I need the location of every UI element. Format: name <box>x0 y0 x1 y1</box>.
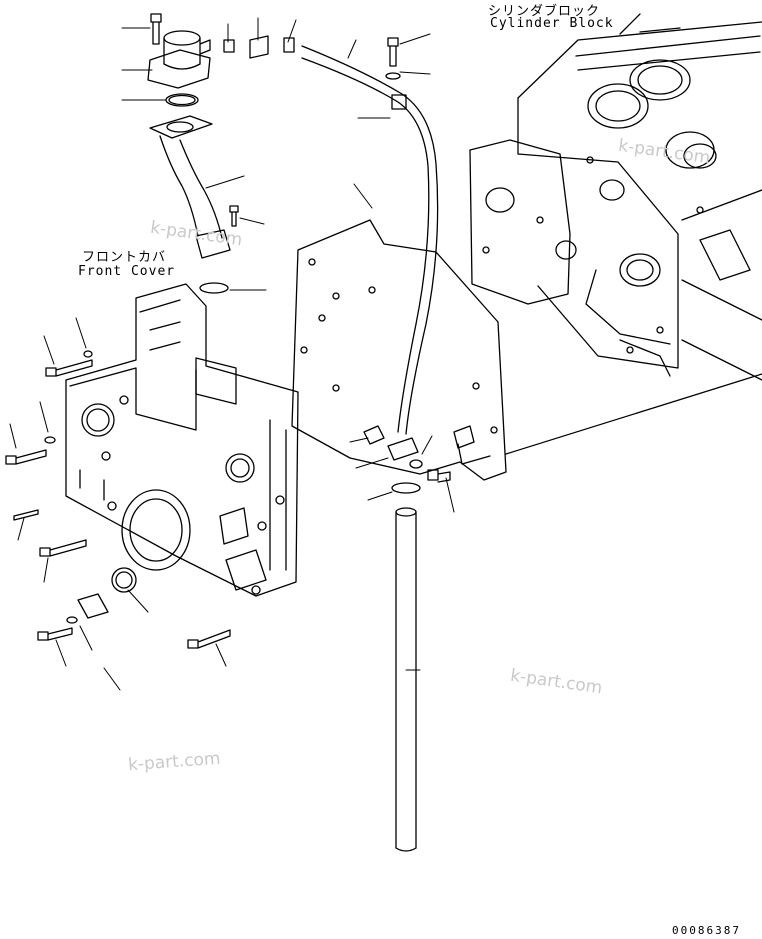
tube-clamp-bracket <box>363 425 491 494</box>
front-cover-label-en: Front Cover <box>78 264 176 279</box>
cylinder-block-label-en: Cylinder Block <box>490 16 614 31</box>
front-cover <box>65 283 299 597</box>
leader-lines-right <box>349 183 455 671</box>
cylinder-block-label-jp: シリンダブロック <box>488 4 601 19</box>
cylinder-block <box>469 13 762 455</box>
leader-lines-top <box>121 17 431 291</box>
hose-clamps-top <box>223 35 295 59</box>
breather-tube <box>301 37 439 435</box>
lower-breather-tube <box>395 507 417 852</box>
drawing-code: 00086387 <box>672 924 741 937</box>
breather-cap-assembly <box>147 13 239 294</box>
front-cover-label-jp: フロントカバ <box>82 250 167 265</box>
front-gasket <box>291 219 507 481</box>
front-cover-bolts <box>5 350 231 649</box>
leader-lines-front <box>9 317 227 691</box>
